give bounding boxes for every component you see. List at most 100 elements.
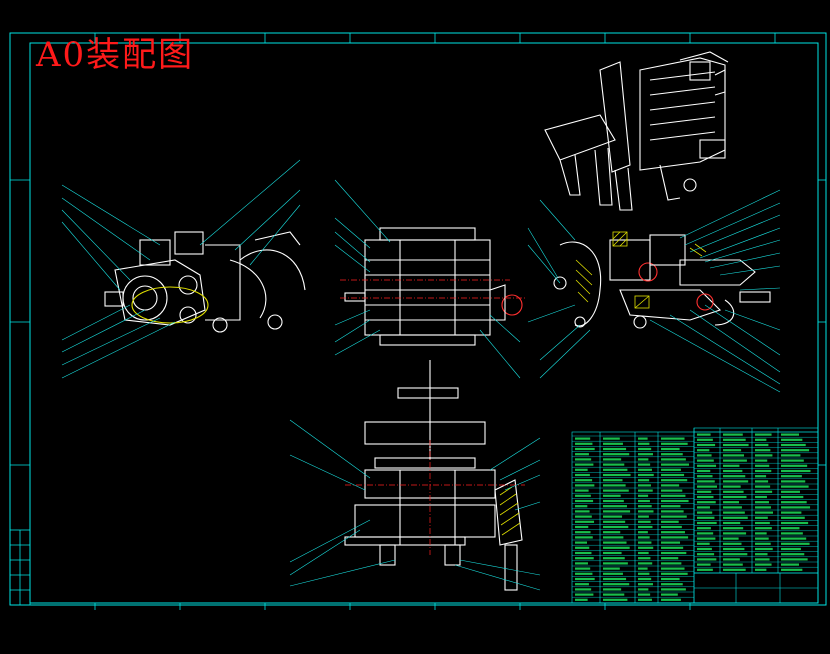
bom-text-mark [575, 505, 588, 508]
bom-text-mark [697, 547, 712, 551]
bom-text-mark [697, 443, 716, 447]
bom-text-mark [755, 563, 772, 566]
bottom-view-hatch [499, 486, 521, 536]
bom-text-mark [755, 454, 773, 457]
bom-text-mark [638, 531, 648, 534]
bom-text-mark [638, 468, 652, 471]
bom-text-mark [638, 593, 651, 596]
bom-text-mark [603, 562, 628, 565]
bom-text-mark [781, 527, 800, 530]
outer-frame [9, 32, 827, 606]
bom-text-mark [755, 516, 768, 519]
bom-text-mark [661, 473, 685, 477]
bom-text-mark [781, 521, 809, 525]
bom-text-mark [638, 577, 652, 581]
bom-text-mark [781, 459, 804, 462]
isometric-view [544, 51, 729, 211]
bom-text-mark [638, 515, 649, 518]
bom-text-mark [603, 536, 624, 539]
bom-text-mark [638, 489, 653, 492]
bom-text-mark [638, 510, 654, 513]
bom-text-mark [661, 442, 688, 445]
bom-text-mark [575, 598, 588, 601]
bom-text-mark [661, 567, 685, 570]
bom-text-mark [781, 558, 808, 561]
bom-text-mark [638, 505, 652, 508]
bom-text-mark [697, 501, 716, 504]
bom-text-mark [755, 485, 771, 488]
bottom-view-leaders [289, 419, 541, 591]
bom-text-mark [781, 475, 802, 478]
bom-text-mark [723, 521, 741, 525]
bom-text-mark [575, 588, 592, 591]
bom-text-mark [697, 521, 717, 525]
bom-text-mark [723, 511, 745, 514]
bom-text-mark [697, 475, 713, 478]
bom-text-mark [723, 454, 745, 457]
bom-text-mark [603, 447, 627, 451]
bom-text-mark [603, 479, 623, 482]
bom-text-mark [781, 490, 800, 493]
bom-text-mark [723, 464, 740, 467]
bom-text-mark [723, 438, 746, 441]
bom-text-mark [638, 442, 650, 445]
bom-text-mark [781, 495, 804, 499]
bom-text-mark [575, 577, 595, 581]
bom-text-mark [603, 463, 625, 466]
bom-text-mark [661, 588, 686, 591]
bom-text-mark [697, 480, 715, 483]
bom-text-mark [755, 553, 768, 556]
bom-text-mark [661, 489, 683, 492]
bom-text-mark [638, 525, 653, 529]
bom-text-mark [661, 551, 687, 555]
bom-text-mark [755, 464, 770, 467]
bom-text-mark [638, 546, 654, 549]
bom-text-mark [723, 516, 748, 519]
bom-text-mark [638, 520, 651, 523]
side-view-leaders [527, 189, 781, 393]
bom-text-mark [603, 572, 623, 575]
bom-text-mark [575, 520, 595, 523]
bom-text-mark [723, 490, 744, 493]
bom-text-mark [603, 442, 623, 445]
bom-text-mark [697, 449, 710, 452]
bom-text-mark [638, 588, 649, 591]
bom-text-mark [661, 447, 680, 451]
bom-text-mark [638, 484, 651, 487]
bom-text-mark [661, 546, 684, 549]
bom-text-mark [603, 567, 620, 570]
bom-text-mark [755, 527, 772, 530]
bom-text-mark [723, 459, 747, 462]
bom-text-mark [603, 593, 625, 596]
bom-text-mark [575, 484, 595, 487]
bom-text-mark [781, 438, 803, 441]
bom-text-mark [575, 531, 591, 534]
bom-text-mark [575, 453, 589, 456]
bom-text-mark [697, 563, 711, 566]
bom-text-mark [638, 536, 650, 539]
bom-text-mark [603, 437, 620, 440]
bom-text-mark [575, 447, 595, 451]
bom-text-mark [661, 583, 683, 586]
bom-text-mark [575, 437, 591, 440]
bom-text-mark [638, 437, 648, 440]
bom-text-mark [575, 468, 588, 471]
bom-text-mark [638, 557, 651, 560]
bom-text-mark [755, 449, 771, 452]
bom-text-mark [661, 525, 682, 529]
bom-text-mark [723, 527, 744, 530]
top-view-centerlines [340, 279, 525, 299]
bom-text-mark [697, 459, 714, 462]
bom-text-mark [638, 567, 648, 570]
bom-text-mark [755, 521, 770, 525]
bom-text-mark [575, 458, 592, 461]
bom-text-mark [723, 475, 746, 478]
bom-text-mark [603, 515, 623, 518]
bom-text-mark [603, 525, 629, 529]
left-strip [9, 529, 31, 606]
bom-text-mark [723, 558, 740, 561]
bottom-view [344, 360, 523, 591]
bom-text-mark [661, 510, 684, 513]
bom-text-mark [781, 511, 802, 514]
bom-text-mark [575, 525, 589, 529]
